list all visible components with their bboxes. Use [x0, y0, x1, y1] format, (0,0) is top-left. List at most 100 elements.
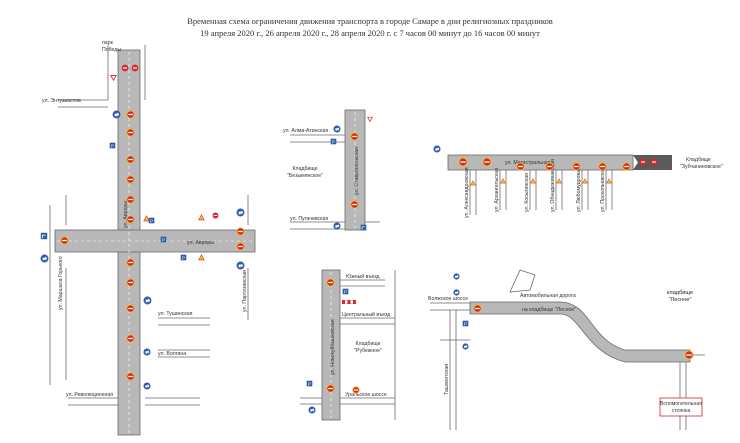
parking-sign-icon — [462, 320, 469, 327]
no-entry-sign-icon — [545, 162, 554, 171]
no-entry-sign-icon — [639, 158, 647, 166]
no-entry-sign-icon — [458, 157, 468, 167]
label-novokuybyshevskaya: ул. Новокуйбышевская — [329, 319, 336, 375]
mandatory-direction-sign-icon — [453, 273, 460, 280]
map-section-stavropolskaya: ул. Алма-Атинская ул. Ставропольская Кла… — [283, 109, 380, 231]
no-entry-sign-icon — [126, 195, 135, 204]
map-section-lesnoe: Волжское шоссе Автомобильная дорога на к… — [428, 269, 705, 430]
no-entry-sign-icon — [622, 162, 631, 171]
label-cemetery-lesnoe: кладбище — [667, 290, 693, 296]
label-tushinskaya: ул. Тушинская — [158, 311, 193, 317]
warning-sign-icon — [556, 178, 562, 184]
no-entry-sign-icon — [598, 162, 607, 171]
label-yuzhny-vezd: Южный въезд — [346, 273, 380, 280]
label-stavropolskaya: ул. Ставропольская — [354, 147, 360, 195]
parking-sign-icon — [148, 217, 155, 224]
label-access-road: Автомобильная дорога — [520, 293, 576, 299]
no-entry-sign-icon — [350, 132, 359, 141]
label-avrory-vertical: ул. Авроры — [123, 201, 129, 228]
label-kosyginskaya: ул. Косыгинская — [524, 173, 530, 212]
warning-sign-icon — [143, 215, 150, 222]
no-entry-sign-icon — [121, 64, 129, 72]
map-title-line-2: 19 апреля 2020 г., 26 апреля 2020 г., 28… — [200, 28, 540, 38]
no-entry-sign-icon — [212, 212, 219, 219]
map-section-rubezhnoe: Южный въезд Центральный въезд ул. Новоку… — [300, 269, 396, 421]
no-entry-sign-icon — [60, 236, 69, 245]
no-entry-sign-icon — [473, 304, 482, 313]
label-entuziastov: ул. Энтузиастов — [42, 98, 81, 104]
mandatory-direction-sign-icon — [333, 125, 341, 133]
yield-sign-icon — [110, 74, 117, 81]
warning-sign-icon — [606, 178, 612, 184]
mandatory-direction-sign-icon — [236, 261, 245, 270]
map-title-line-1: Временная схема ограничения движения тра… — [187, 16, 553, 26]
mandatory-direction-sign-icon — [143, 348, 151, 356]
label-volgina: ул. Волгина — [158, 351, 186, 357]
no-entry-sign-icon — [126, 215, 135, 224]
mandatory-direction-sign-icon — [333, 222, 341, 230]
mandatory-direction-sign-icon — [462, 343, 469, 350]
no-entry-sign-icon — [350, 200, 359, 209]
no-entry-sign-icon — [126, 278, 135, 287]
label-lyubomudrovaya: ул. Любомудровая — [576, 167, 582, 212]
label-cemetery-rubezhnoe-name: "Рубежное" — [354, 348, 382, 354]
no-entry-sign-icon — [326, 278, 335, 287]
warning-sign-icon — [470, 180, 476, 186]
no-entry-sign-icon — [126, 110, 135, 119]
parking-sign-icon — [330, 138, 337, 145]
label-arkhangelskaya: ул. Архангельская — [494, 168, 500, 212]
warning-sign-icon — [198, 254, 205, 261]
label-avrory-horizontal: ул. Авроры — [187, 240, 214, 246]
auxiliary-parking-box — [659, 397, 703, 417]
label-cemetery-rubezhnoe: Кладбище — [356, 341, 381, 347]
label-partizanskaya: ул. Партизанская — [242, 270, 248, 312]
mandatory-direction-sign-icon — [453, 289, 460, 296]
no-entry-sign-icon — [126, 334, 135, 343]
no-entry-sign-icon — [131, 64, 139, 72]
road-stavropolskaya — [344, 109, 366, 231]
mandatory-direction-sign-icon — [143, 296, 152, 305]
map-section-magistralnaya: ул. Магистральная Кладбище "Зубчаниновск… — [433, 145, 723, 218]
label-park: парк — [102, 40, 114, 46]
warning-sign-icon — [198, 214, 205, 221]
no-entry-sign-icon — [684, 350, 694, 360]
label-auxiliary-parking: Вспомогательная — [660, 401, 702, 407]
label-cemetery-zubchaninovskoe-name: "Зубчаниновское" — [680, 164, 723, 170]
label-cemetery-zubchaninovskoe: Кладбище — [686, 157, 711, 163]
label-cemetery-bezymyanskoe-name: "Безымянское" — [287, 173, 323, 179]
label-uralskoe-shosse: Уральское шоссе — [345, 392, 387, 398]
parking-sign-icon — [342, 288, 349, 295]
no-entry-sign-icon — [572, 162, 581, 171]
label-prokopyevskaya: ул. Прокопьевская — [600, 167, 606, 212]
no-entry-sign-icon — [482, 157, 492, 167]
no-entry-sign-icon — [516, 162, 525, 171]
no-entry-sign-icon — [126, 372, 135, 381]
mandatory-direction-sign-icon — [112, 110, 121, 119]
label-auxiliary-parking-2: стоянка — [672, 408, 691, 414]
label-obnadezhivayushchaya: ул. Обнадеживающая — [550, 159, 556, 212]
map-section-avrory: парк Победы ул. Энтузиастов ул. Авроры у… — [40, 40, 256, 436]
mandatory-direction-sign-icon — [433, 145, 441, 153]
road-lesnoe-access — [469, 301, 691, 363]
label-revolyutsionnaya: ул. Революционная — [66, 392, 113, 398]
mandatory-direction-sign-icon — [236, 208, 245, 217]
no-entry-sign-icon — [126, 128, 135, 137]
label-pugacheva: ул. Пугачевская — [290, 216, 328, 222]
mandatory-direction-sign-icon — [308, 406, 316, 414]
label-aleksandrovskaya: ул. Александровская — [464, 167, 470, 218]
label-cemetery-bezymyanskoe: Кладбище — [293, 166, 318, 172]
no-entry-sign-icon — [126, 155, 135, 164]
no-entry-sign-icon — [236, 242, 245, 251]
label-access-road-destination: на кладбище "Лесное" — [522, 307, 576, 313]
no-entry-sign-icon — [126, 258, 135, 267]
no-entry-sign-icon — [236, 227, 245, 236]
label-park-name: Победы — [102, 47, 121, 53]
warning-sign-icon — [582, 178, 588, 184]
parking-sign-icon — [109, 142, 116, 149]
mandatory-direction-sign-icon — [143, 382, 151, 390]
no-entry-sign-icon — [352, 386, 360, 394]
detour-sign-icon — [360, 224, 367, 231]
no-entry-sign-icon — [650, 158, 658, 166]
road-magistralnaya — [447, 154, 634, 171]
